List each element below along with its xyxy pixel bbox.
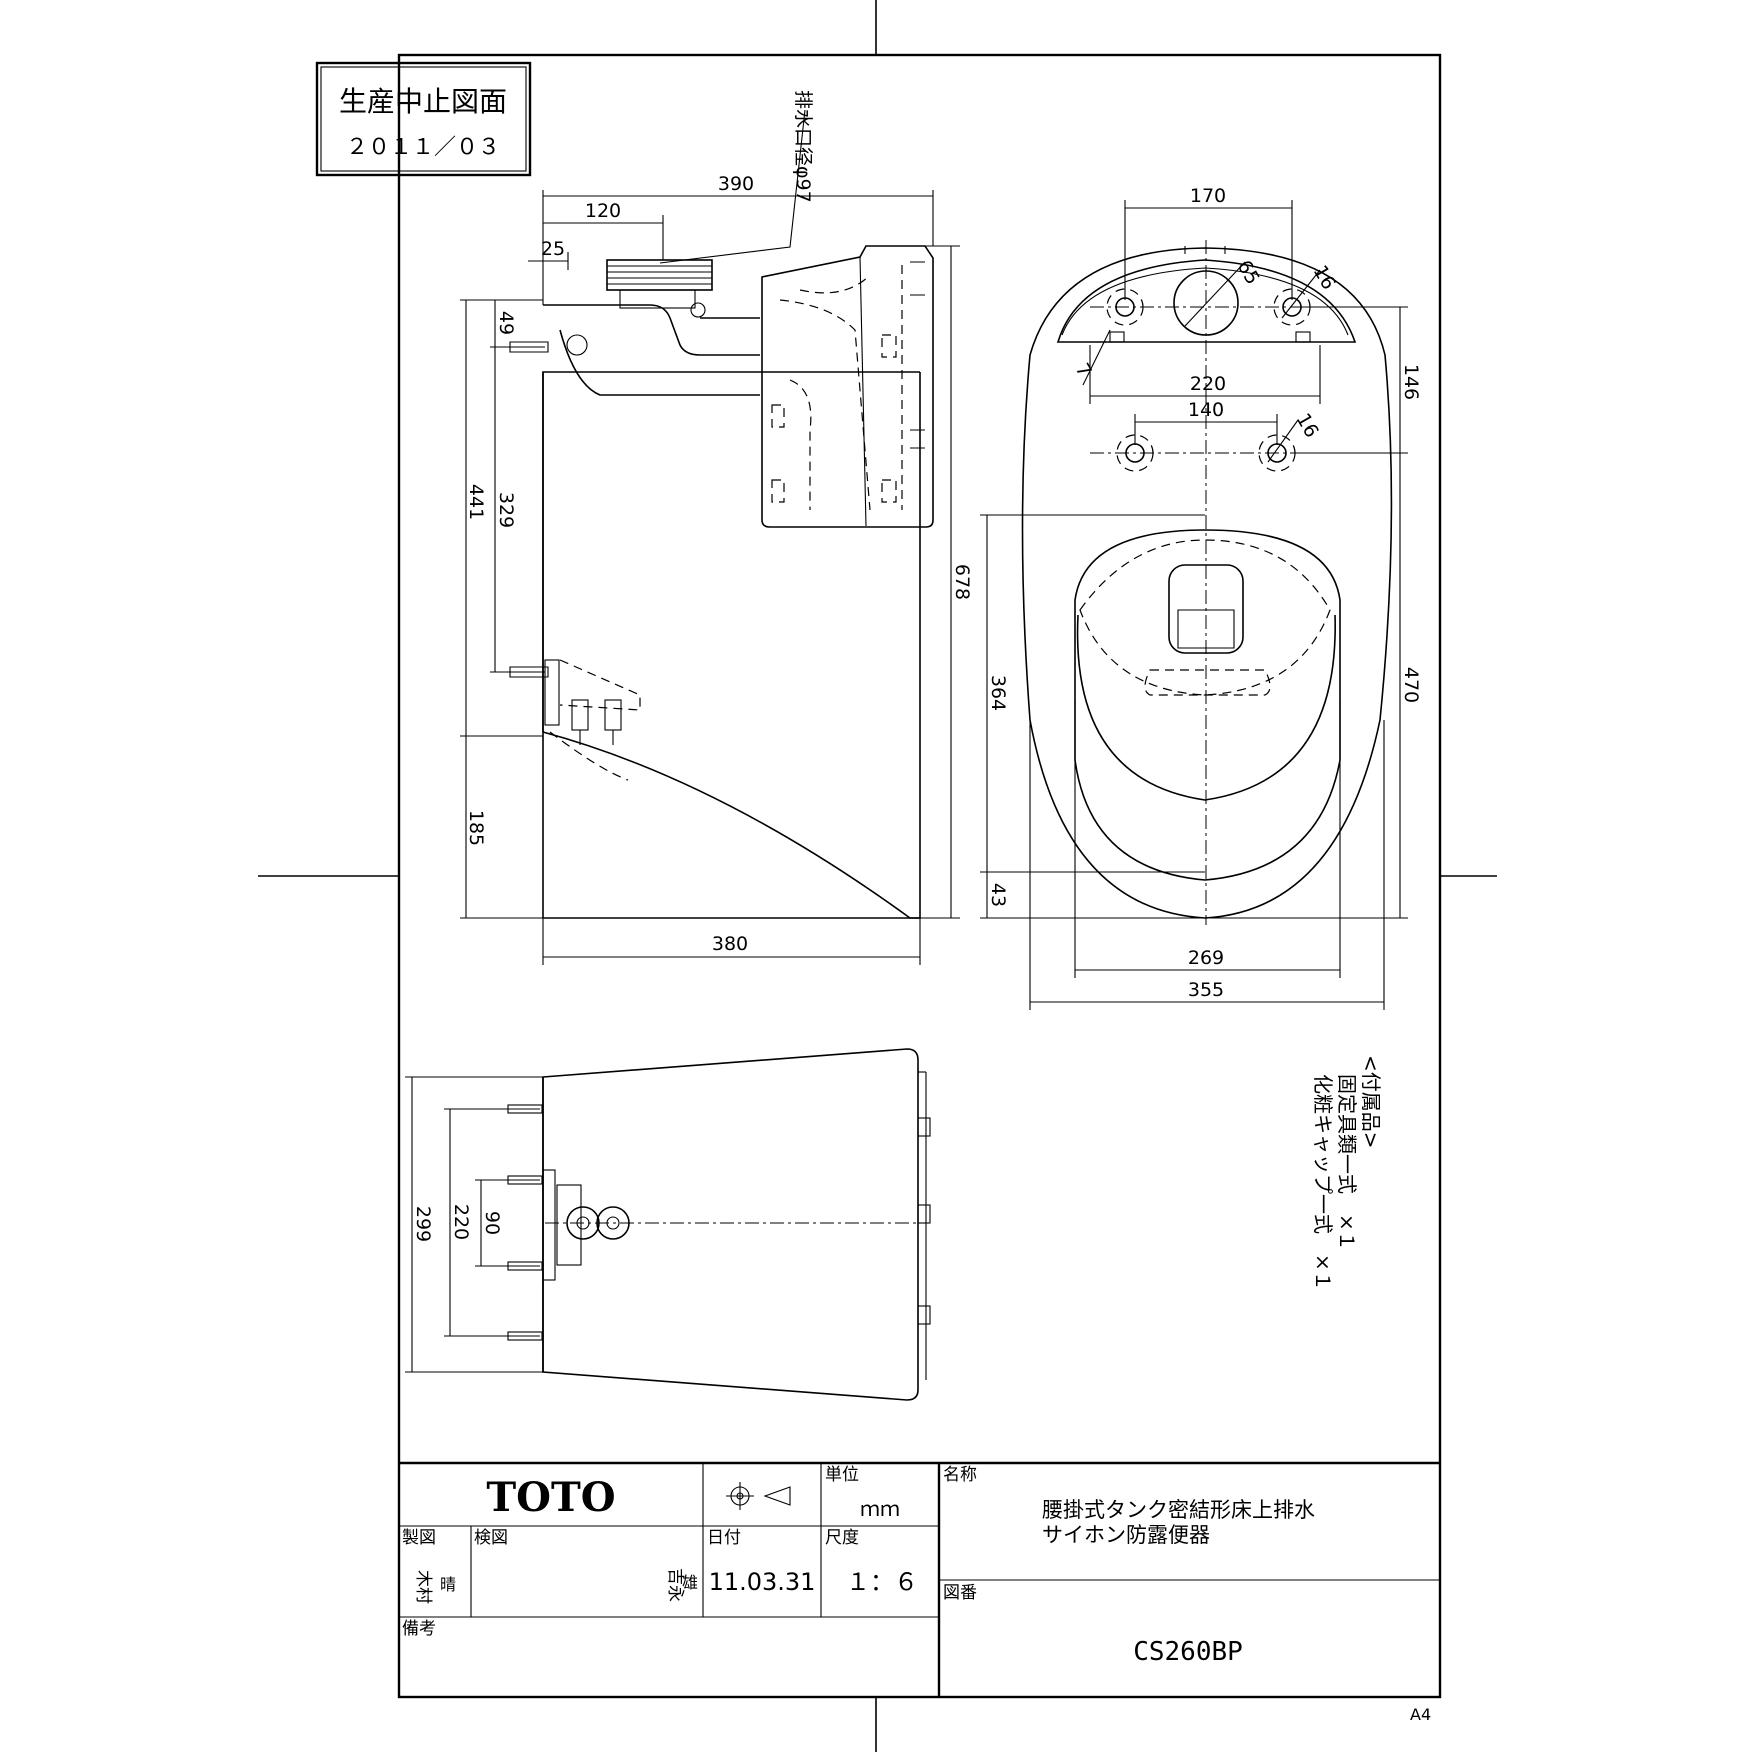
- back-bracket: [542, 1169, 630, 1281]
- accessories-title: <付属品>: [1359, 1055, 1383, 1149]
- dim-146: 146: [1400, 364, 1422, 400]
- sheet-size: A4: [1410, 1705, 1431, 1724]
- brand-logo: TOTO: [486, 1474, 615, 1521]
- dim-269: 269: [1188, 947, 1224, 969]
- dim-16-lower: 16: [1292, 410, 1323, 442]
- dim-43: 43: [987, 883, 1009, 907]
- accessories-item-2: 化粧キャップ一式 ×１: [1311, 1074, 1335, 1291]
- product-name-line-1: 腰掛式タンク密結形床上排水: [1042, 1498, 1315, 1522]
- drawing-number: CS260BP: [1133, 1637, 1243, 1667]
- top-view: 170 65 16 7 220 140 16: [980, 185, 1422, 1010]
- dim-220-back: 220: [450, 1204, 472, 1240]
- side-view: 390 120 25 排水口径φ97 441 185 49 329: [460, 90, 973, 965]
- back-dimensions: 299 220 90: [405, 1076, 543, 1373]
- drain-spigot: [606, 259, 713, 291]
- bowl-rim-top: [1074, 529, 1341, 881]
- drawing-frame: [397, 53, 1442, 1699]
- dim-65: 65: [1233, 257, 1264, 289]
- dim-170: 170: [1190, 185, 1226, 207]
- product-name-line-2: サイホン防露便器: [1042, 1523, 1210, 1547]
- trapway-pipe: [543, 304, 760, 356]
- bowl-back-outline: [542, 1048, 919, 1401]
- dim-441: 441: [465, 484, 487, 520]
- drawing-number-label: 図番: [943, 1583, 977, 1603]
- back-view: 299 220 90: [405, 1048, 931, 1401]
- name-label: 名称: [943, 1465, 977, 1485]
- title-block: TOTO 単位 ｍｍ 名称 腰掛式タンク密結形床上排水 サイホン防露便器 製図 …: [399, 1461, 1440, 1697]
- unit-label: 単位: [825, 1465, 859, 1485]
- side-dimensions: 390 120 25 排水口径φ97 441 185 49 329: [460, 90, 973, 965]
- date-value: 11.03.31: [709, 1568, 816, 1596]
- stamp-date: ２０１１／０３: [346, 135, 500, 160]
- dim-380: 380: [712, 933, 748, 955]
- dim-185: 185: [465, 810, 487, 846]
- dim-329: 329: [495, 492, 517, 528]
- drawn-label: 製図: [402, 1528, 436, 1548]
- tank-side-outline: [761, 245, 934, 528]
- dim-140: 140: [1188, 399, 1224, 421]
- dim-355: 355: [1188, 979, 1224, 1001]
- centering-marks: [258, 0, 1497, 1752]
- stamp-title: 生産中止図面: [339, 85, 507, 118]
- scale-value: １：６: [846, 1568, 918, 1596]
- drain-diameter-note: 排水口径φ97: [792, 90, 814, 203]
- checked-by-sub: 雄: [682, 1573, 698, 1592]
- floor-bracket: [544, 659, 641, 745]
- scale-label: 尺度: [825, 1528, 859, 1548]
- drawn-by: 木村: [413, 1570, 433, 1604]
- bowl-side-outline: [542, 371, 921, 919]
- remarks-label: 備考: [402, 1619, 436, 1639]
- checked-by: 吉永: [665, 1568, 685, 1602]
- dim-7: 7: [1071, 360, 1096, 381]
- third-angle-projection-icon: [726, 1482, 791, 1510]
- bowl-top-outline: [1021, 247, 1393, 919]
- tank-top-outline: [1056, 259, 1357, 343]
- accessories-note: <付属品> 固定具類一式 ×１ 化粧キャップ一式 ×１: [1311, 1055, 1383, 1291]
- discontinued-stamp: 生産中止図面 ２０１１／０３: [315, 61, 532, 177]
- top-dimensions: 170 65 16 7 220 140 16: [980, 185, 1422, 1010]
- date-label: 日付: [707, 1528, 741, 1548]
- fixing-screw-lower: [505, 666, 549, 678]
- dim-90: 90: [481, 1211, 503, 1235]
- dim-678: 678: [951, 564, 973, 600]
- dim-299: 299: [412, 1206, 434, 1242]
- dim-470: 470: [1400, 667, 1422, 703]
- checked-label: 検図: [474, 1528, 508, 1548]
- dim-120: 120: [585, 200, 621, 222]
- unit-value: ｍｍ: [860, 1497, 900, 1521]
- dim-390: 390: [718, 173, 754, 195]
- back-screws: [507, 1104, 543, 1341]
- dim-220-top: 220: [1190, 373, 1226, 395]
- dim-49: 49: [495, 311, 517, 335]
- dim-25: 25: [541, 238, 565, 260]
- dim-364: 364: [987, 675, 1009, 711]
- fixing-screw-upper: [505, 334, 588, 356]
- drawn-by-sub: 晴: [440, 1575, 456, 1594]
- accessories-item-1: 固定具類一式 ×１: [1335, 1074, 1359, 1251]
